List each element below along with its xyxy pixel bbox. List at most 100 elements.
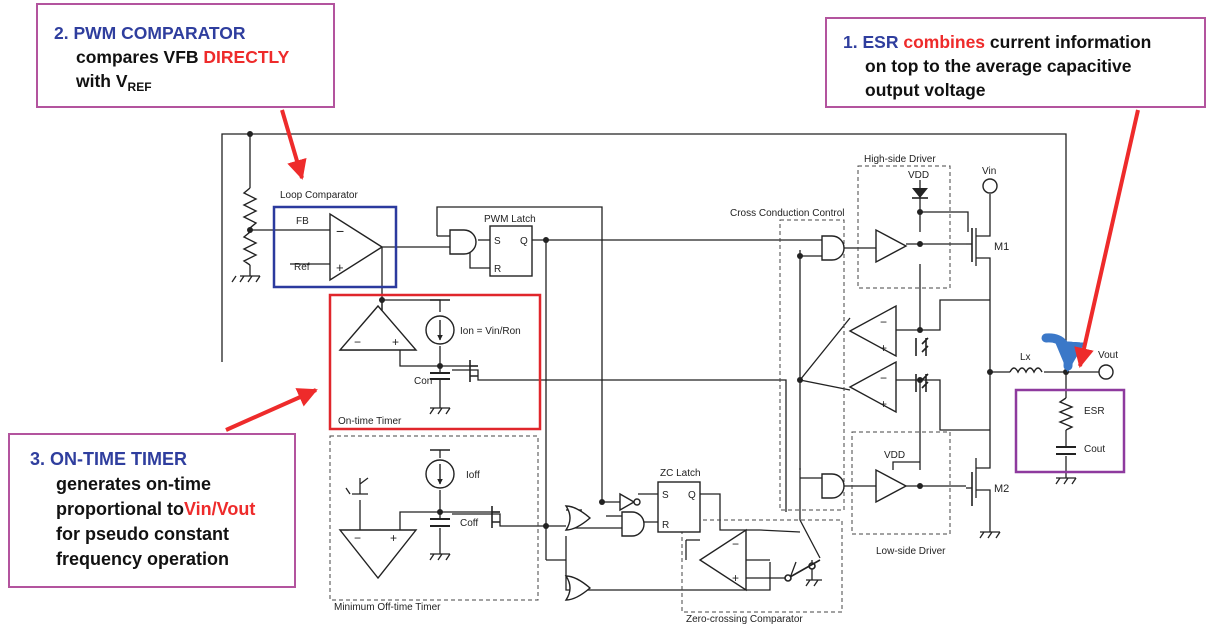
cross-conduction-block (779, 219, 845, 511)
label-vout: Vout (1098, 350, 1118, 361)
label-ion: Ion = Vin/Ron (460, 326, 521, 337)
pwm-callout: 2. PWM COMPARATOR compares VFB DIRECTLY … (36, 3, 335, 108)
pwm-callout-highlight: DIRECTLY (203, 47, 290, 67)
label-loop-comparator: Loop Comparator (280, 190, 358, 201)
ontime-callout-arrow-icon (225, 388, 318, 432)
pwm-callout-keyword: PWM COMPARATOR (73, 23, 246, 43)
sign-plus-cross-upper: + (880, 341, 887, 355)
pwm-callout-line3-text: with V (76, 71, 128, 91)
zero-crossing-comparator-icon (698, 528, 747, 592)
or-gate-lower-icon (564, 575, 592, 601)
min-off-time-block (329, 435, 539, 601)
junctions (247, 131, 1069, 529)
low-side-driver-icon (875, 468, 908, 504)
sign-minus-ontime: − (354, 335, 361, 349)
min-off-comparator-icon (338, 529, 418, 580)
zc-latch-icon (657, 481, 701, 533)
label-zero-crossing: Zero-crossing Comparator (686, 614, 803, 625)
high-side-and-gate-icon (821, 235, 845, 261)
gates (449, 225, 845, 601)
resistors (242, 187, 1074, 431)
label-high-side-driver: High-side Driver (864, 154, 936, 165)
label-zc-latch: ZC Latch (660, 468, 701, 479)
pwm-callout-subscript: REF (127, 80, 152, 94)
diode-vdd-icon (912, 180, 928, 199)
label-con: Con (414, 376, 432, 387)
sign-plus-cross-lower: + (880, 397, 887, 411)
or-gate-upper-icon (564, 505, 592, 531)
label-pwm-q: Q (520, 236, 528, 247)
label-pwm-s: S (494, 236, 501, 247)
ontime-callout-highlight: Vin/Vout (183, 499, 256, 519)
sign-plus-zc: + (732, 571, 739, 585)
esr-cout-box (1014, 388, 1126, 474)
ontime-callout-line4: for pseudo constant (56, 524, 230, 544)
sign-minus-loop: − (336, 223, 344, 239)
cross-comparator-lower-icon (848, 360, 897, 414)
ontime-callout-line3-text: proportional to (56, 499, 184, 519)
vin-terminal-icon (982, 178, 998, 194)
esr-callout-keyword: ESR (862, 32, 899, 52)
pwm-callout-number: 2. (54, 23, 69, 43)
label-ref: Ref (294, 262, 310, 273)
label-min-off-timer: Minimum Off-time Timer (334, 602, 441, 613)
pwm-callout-arrow-icon (280, 109, 307, 180)
grounds (231, 275, 1077, 587)
low-side-driver-block (851, 431, 951, 535)
on-time-timer-box (328, 293, 542, 431)
capacitors (430, 372, 1076, 527)
ontime-callout-line3: proportional toVin/Vout (30, 497, 294, 522)
transistors (469, 228, 973, 582)
loop-comparator-box (272, 205, 398, 289)
high-side-driver-block (857, 165, 951, 289)
label-low-side-driver: Low-side Driver (876, 546, 946, 557)
sign-minus-offtime: − (354, 531, 361, 545)
sign-plus-loop: + (336, 260, 344, 275)
switch-upper-icon (915, 337, 929, 356)
pwm-callout-line2: compares VFB DIRECTLY (54, 45, 333, 69)
esr-callout-number: 1. (843, 32, 858, 52)
label-vdd-high: VDD (908, 170, 929, 181)
callout-arrows (225, 109, 1140, 432)
label-pwm-r: R (494, 264, 501, 275)
esr-callout: 1. ESR combines current information on t… (825, 17, 1206, 108)
sign-minus-cross-upper: − (880, 315, 887, 329)
current-sources (425, 299, 455, 489)
vout-terminal-icon (1098, 364, 1114, 380)
esr-callout-highlight: combines (903, 32, 986, 52)
terminals (982, 178, 1114, 380)
label-zc-q: Q (688, 490, 696, 501)
switch-lower-icon (915, 373, 929, 392)
esr-callout-line1-rest: current information (989, 32, 1152, 52)
esr-callout-line3: output voltage (865, 80, 986, 100)
pwm-callout-line1: 2. PWM COMPARATOR (54, 21, 333, 45)
esr-callout-arrow-icon (1074, 109, 1140, 368)
label-lx: Lx (1020, 352, 1031, 363)
pwm-callout-line2-text: compares VFB (76, 47, 199, 67)
ontime-callout-number: 3. (30, 449, 46, 469)
label-vin: Vin (982, 166, 996, 177)
zc-switch-icon (789, 559, 821, 578)
inductor-lx (1009, 367, 1043, 374)
ontime-callout-line2: generates on-time (56, 474, 212, 494)
pwm-latch-icon (489, 225, 533, 277)
pwm-callout-line3: with VREF (54, 69, 333, 99)
loop-comparator-icon (329, 212, 384, 282)
ontime-callout-keyword: ON-TIME TIMER (50, 449, 188, 469)
ontime-callout: 3. ON-TIME TIMER generates on-time propo… (8, 433, 296, 588)
label-on-time-timer: On-time Timer (338, 416, 402, 427)
label-vdd-low: VDD (884, 450, 905, 461)
label-pwm-latch: PWM Latch (484, 214, 536, 225)
label-ioff: Ioff (466, 470, 480, 481)
dashed-blocks (329, 165, 951, 613)
label-zc-r: R (662, 520, 669, 531)
label-cout: Cout (1084, 444, 1105, 455)
ontime-callout-line1: 3. ON-TIME TIMER (30, 447, 294, 472)
label-m1: M1 (994, 241, 1009, 253)
comparators (329, 212, 908, 592)
sign-plus-ontime: + (392, 335, 399, 349)
label-zc-s: S (662, 490, 669, 501)
zc-and-gate-icon (621, 511, 645, 537)
high-side-driver-icon (875, 228, 908, 264)
